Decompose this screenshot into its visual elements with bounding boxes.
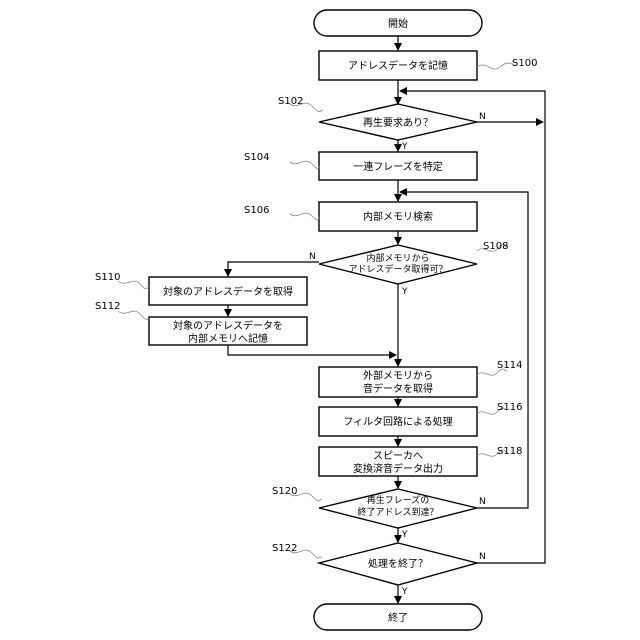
s122-no-label: N — [479, 552, 486, 562]
s110-leader — [118, 281, 149, 289]
s112-id: S112 — [95, 301, 120, 312]
decision-s108-text-line2: アドレスデータ取得可？ — [348, 263, 447, 275]
process-s110-text: 対象のアドレスデータを取得 — [163, 285, 293, 298]
process-s118-text-line1: スピーカへ — [373, 450, 423, 462]
s102-no-label: N — [479, 112, 486, 122]
start-label: 開始 — [388, 17, 408, 30]
process-s100-text: アドレスデータを記憶 — [348, 59, 448, 72]
s100-leader — [477, 63, 516, 69]
decision-s102-text: 再生要求あり？ — [363, 116, 433, 129]
decision-s120: 再生フレーズの 終了アドレス到達？ — [319, 489, 477, 528]
decision-s122: 処理を終了？ — [319, 543, 477, 585]
s116-id: S116 — [497, 402, 522, 413]
s108-yes-label: Y — [401, 287, 408, 297]
s122-id: S122 — [272, 543, 297, 554]
s106-leader — [290, 213, 319, 220]
process-s116: フィルタ回路による処理 — [319, 407, 477, 436]
process-s114-text-line2: 音データを取得 — [363, 382, 433, 395]
decision-s108-text-line1: 内部メモリから — [366, 252, 429, 264]
s120-id: S120 — [272, 486, 297, 497]
decision-s120-text-line2: 終了アドレス到達？ — [357, 506, 438, 518]
process-s116-text: フィルタ回路による処理 — [343, 415, 453, 428]
process-s106: 内部メモリ検索 — [319, 202, 477, 231]
s104-id: S104 — [244, 152, 269, 163]
s118-id: S118 — [497, 446, 522, 457]
s108-no-label: N — [309, 252, 316, 262]
s122-yes-label: Y — [401, 587, 408, 597]
process-s112-text-line2: 内部メモリへ記憶 — [188, 332, 268, 345]
start-terminal: 開始 — [314, 10, 482, 36]
s102-yes-label: Y — [401, 142, 408, 152]
decision-s122-text: 処理を終了？ — [368, 557, 428, 570]
process-s104-text: 一連フレーズを特定 — [353, 160, 443, 173]
process-s118: スピーカへ 変換済音データ出力 — [319, 447, 477, 476]
s110-id: S110 — [95, 272, 120, 283]
flow-s112-to-s114 — [228, 345, 396, 355]
end-terminal: 終了 — [314, 604, 482, 630]
s106-id: S106 — [244, 205, 269, 216]
process-s112-text-line1: 対象のアドレスデータを — [173, 319, 283, 332]
decision-s102: 再生要求あり？ — [319, 104, 477, 140]
s104-leader — [290, 161, 319, 169]
process-s100: アドレスデータを記憶 — [319, 51, 477, 80]
decision-s120-text-line1: 再生フレーズの — [367, 494, 430, 506]
s120-yes-label: Y — [401, 530, 408, 540]
flow-s108-no-to-s110 — [228, 262, 319, 276]
end-label: 終了 — [388, 611, 408, 624]
s100-id: S100 — [512, 58, 537, 69]
process-s112: 対象のアドレスデータを 内部メモリへ記憶 — [149, 317, 307, 345]
s102-id: S102 — [278, 96, 303, 107]
s108-id: S108 — [483, 241, 508, 252]
process-s106-text: 内部メモリ検索 — [363, 210, 433, 223]
process-s104: 一連フレーズを特定 — [319, 152, 477, 180]
decision-s108: 内部メモリから アドレスデータ取得可？ — [319, 245, 477, 284]
process-s114: 外部メモリから 音データを取得 — [319, 367, 477, 397]
process-s118-text-line2: 変換済音データ出力 — [353, 462, 443, 475]
process-s110: 対象のアドレスデータを取得 — [149, 277, 307, 305]
s112-leader — [118, 311, 149, 320]
s120-no-label: N — [479, 497, 486, 507]
s114-id: S114 — [497, 360, 522, 371]
step-id-labels: S100 S102 S104 S106 S108 S110 S112 S114 … — [95, 58, 537, 558]
process-s114-text-line1: 外部メモリから — [363, 369, 433, 382]
